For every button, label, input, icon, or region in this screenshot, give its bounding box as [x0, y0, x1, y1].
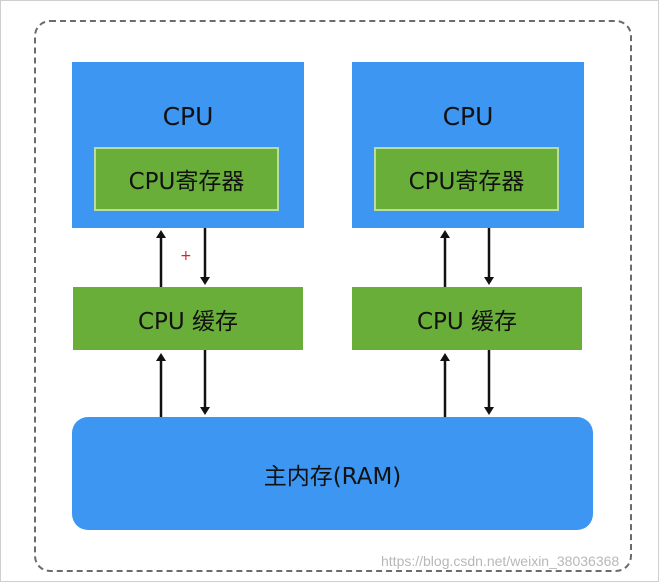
system-boundary [34, 20, 632, 572]
red-plus-marker: + [180, 248, 192, 264]
cpu-register-2: CPU寄存器 [374, 147, 559, 211]
watermark-text: https://blog.csdn.net/weixin_38036368 [381, 553, 620, 569]
cpu-register-1: CPU寄存器 [94, 147, 279, 211]
cpu-cache-1: CPU 缓存 [73, 287, 303, 350]
cpu-box-2: CPU CPU寄存器 [352, 62, 584, 228]
main-memory-box: 主内存(RAM) [72, 417, 593, 530]
cpu-label-1: CPU [162, 102, 214, 131]
cpu-box-1: CPU CPU寄存器 [72, 62, 304, 228]
cpu-label-2: CPU [442, 102, 494, 131]
cpu-cache-2: CPU 缓存 [352, 287, 582, 350]
